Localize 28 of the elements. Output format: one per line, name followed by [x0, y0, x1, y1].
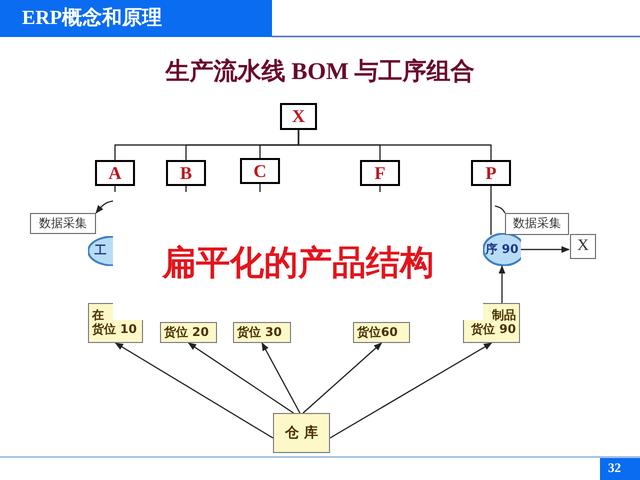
data-collection-box: 数据采集 [30, 213, 96, 234]
stock-location-box: 货位 20 [160, 322, 217, 343]
slide-title: 生产流水线 BOM 与工序组合 [164, 57, 476, 87]
arrow [330, 342, 492, 439]
stock-location-box: 货位 30 [233, 322, 291, 343]
connector-line [490, 186, 492, 235]
arrow [261, 342, 300, 414]
arrow [114, 342, 274, 439]
arrow [188, 342, 294, 414]
connector-line [494, 205, 506, 214]
arrow [498, 265, 506, 303]
bom-item-box: F [360, 160, 400, 186]
arrow [302, 342, 382, 414]
header-title: ERP概念和原理 [22, 6, 162, 31]
bom-item-box: X [280, 103, 317, 130]
bom-item-box: A [95, 160, 135, 186]
bom-item-box: P [471, 160, 511, 186]
warehouse-box: 仓 库 [273, 413, 330, 453]
connector-line [298, 130, 492, 160]
output-box: X [570, 234, 596, 259]
stock-location-box: 货位60 [353, 322, 410, 343]
bom-item-box: B [166, 160, 206, 186]
bom-item-box: C [240, 158, 280, 184]
data-collection-box: 数据采集 [505, 213, 569, 235]
overlay-heading: 扁平化的产品结构 [160, 242, 435, 285]
arrow [521, 246, 570, 253]
page-number: 32 [608, 460, 621, 476]
arrow [95, 200, 114, 214]
